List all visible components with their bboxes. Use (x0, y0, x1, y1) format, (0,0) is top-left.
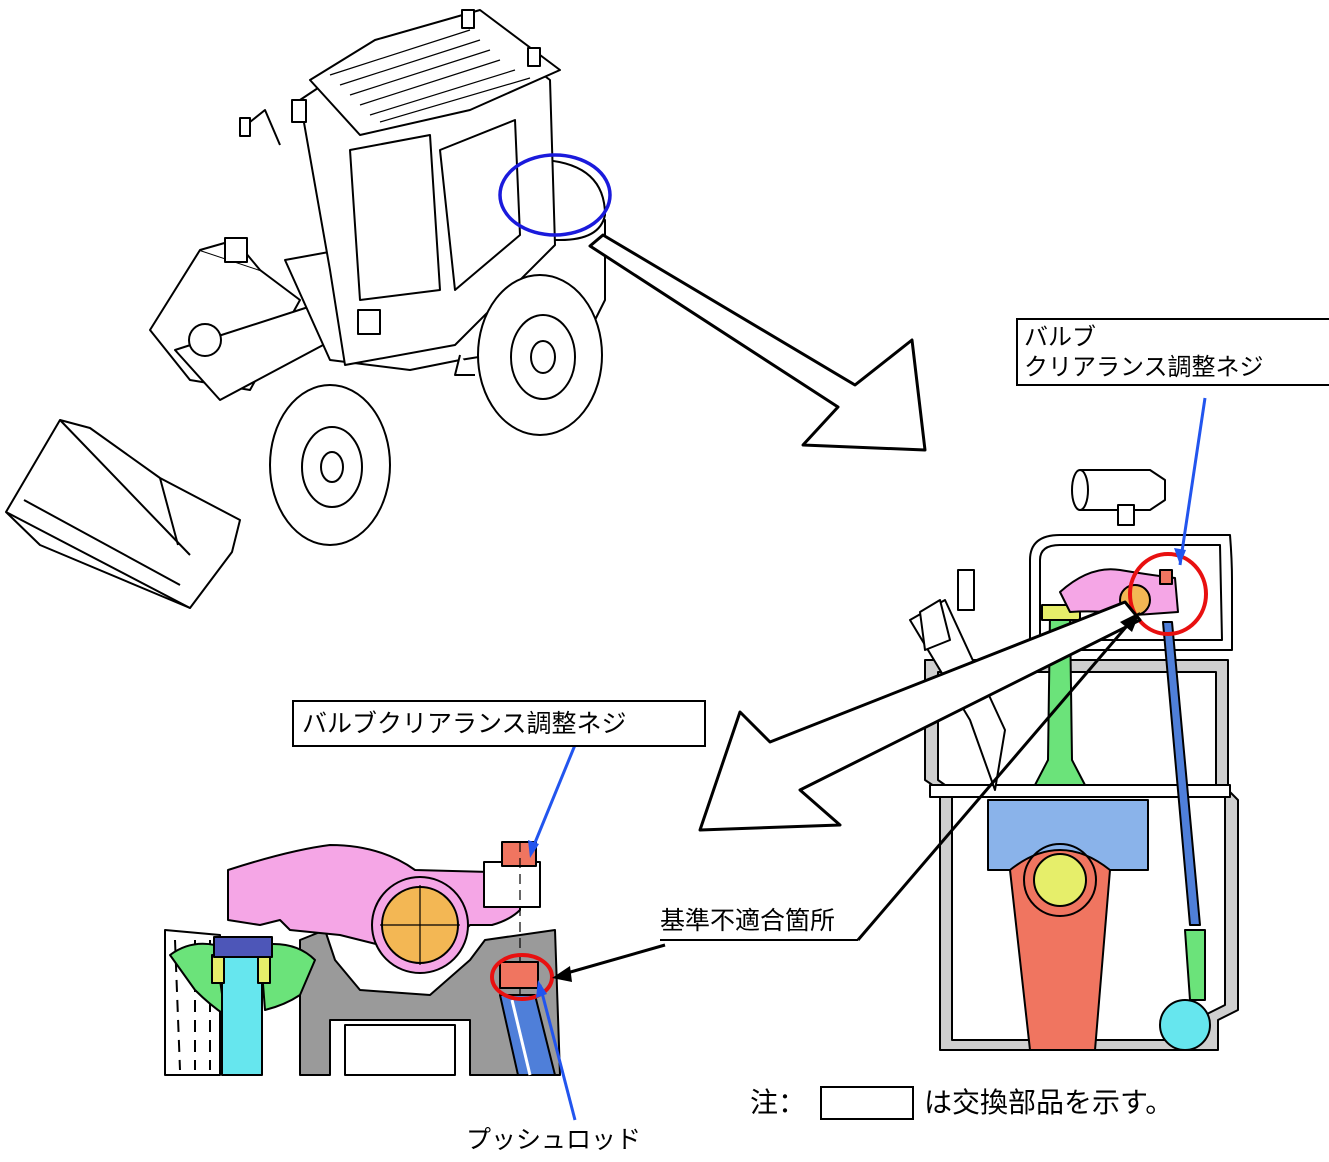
valve-clearance-screw-detail-label: バルブクリアランス調整ネジ (292, 700, 706, 748)
rocker-arm-detail (164, 841, 561, 1076)
note-suffix: は交換部品を示す。 (924, 1086, 1174, 1119)
push-rod-label: プッシュロッド (466, 1125, 642, 1154)
engine-cross-section (909, 469, 1239, 1051)
engine-highlight-circle (1128, 552, 1208, 636)
zoom-arrow-detail (698, 600, 1142, 832)
valve-screw-pointer-top-head (1174, 548, 1186, 565)
valve-screw-pointer-mid (530, 744, 577, 851)
nonconformity-pointer-engine-head (1120, 612, 1140, 632)
valve-screw-pointer-mid-head (528, 840, 539, 858)
valve-clearance-screw-label-line1: バルブ (1024, 323, 1096, 351)
loader-highlight-oval (498, 153, 612, 237)
valve-screw-pointer-top (1178, 397, 1207, 566)
replacement-part-swatch (820, 1085, 915, 1120)
wheel-loader-illustration (5, 9, 606, 609)
zoom-arrow-engine (588, 233, 927, 452)
push-rod-pointer (538, 984, 577, 1121)
nonconformity-label: 基準不適合箇所 (660, 906, 836, 935)
valve-clearance-screw-label: バルブ クリアランス調整ネジ (1016, 318, 1329, 386)
nonconformity-pointer-engine (856, 619, 1134, 941)
nonconformity-pointer-detail (559, 943, 666, 977)
detail-highlight-oval (490, 953, 554, 1001)
nonconformity-pointer-detail-head (552, 966, 572, 982)
push-rod-pointer-head (536, 980, 547, 998)
replacement-parts-note: 注： は交換部品を示す。 (750, 1085, 1173, 1120)
valve-clearance-screw-label-line2: クリアランス調整ネジ (1024, 353, 1264, 381)
note-prefix: 注： (750, 1086, 807, 1119)
